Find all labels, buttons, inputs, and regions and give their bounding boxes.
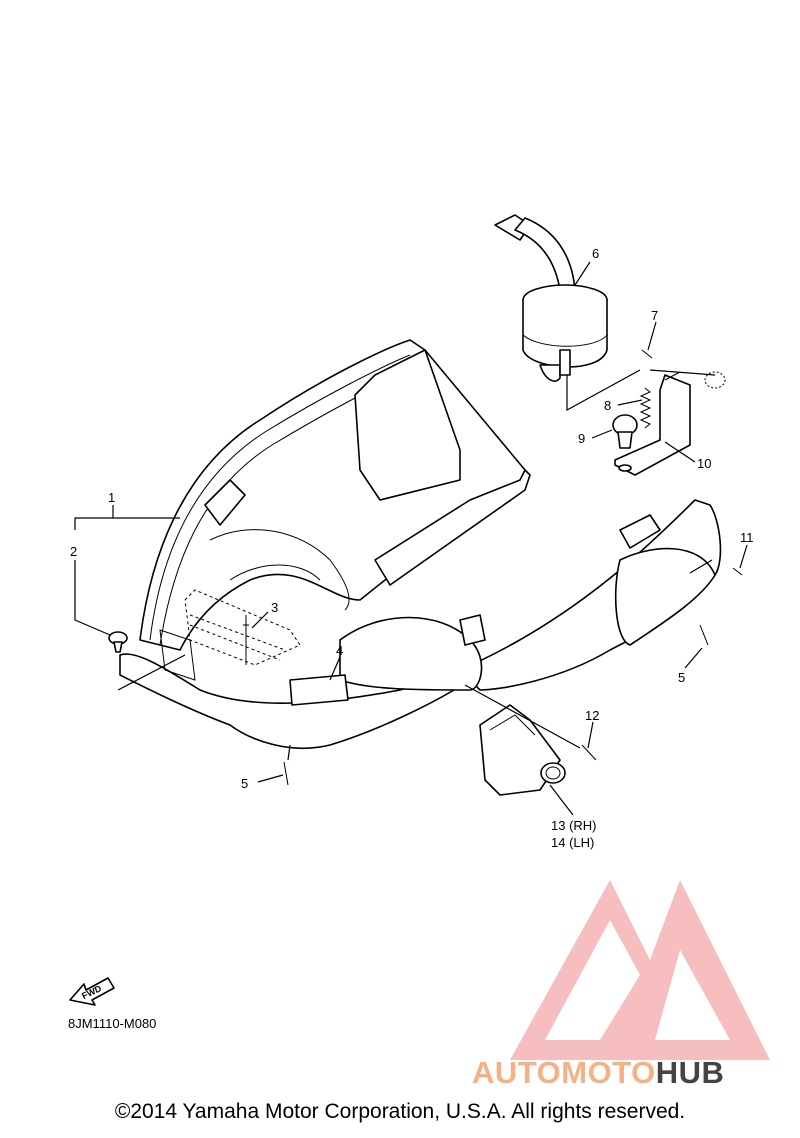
watermark-logo [510,880,770,1060]
callout-12: 12 [585,708,599,723]
watermark-brand: AUTOMOTOHUB [472,1055,724,1091]
callout-8: 8 [604,398,611,413]
fwd-arrow-icon: FWD [69,977,115,1006]
copyright-notice: ©2014 Yamaha Motor Corporation, U.S.A. A… [114,1100,686,1123]
bracket-part [614,371,691,476]
callout-5-left: 5 [241,776,248,791]
clip-part [108,631,128,653]
watermark-brand-secondary: HUB [655,1055,725,1090]
bolt-parts [243,349,743,786]
callout-14: 14 (LH) [551,835,594,850]
callout-4: 4 [336,643,343,658]
callout-1: 1 [108,490,115,505]
hull-body [119,339,722,749]
callout-7: 7 [651,308,658,323]
leader-lines [74,261,748,816]
callout-9: 9 [578,431,585,446]
diagram-code: 8JM1110-M080 [68,1016,157,1031]
callout-5-right: 5 [678,670,685,685]
callout-11: 11 [740,530,754,545]
watermark-brand-primary: AUTOMOTO [472,1055,656,1090]
damper-part [612,414,638,449]
callout-10: 10 [697,456,711,471]
callout-3: 3 [271,600,278,615]
muffler-part [494,214,608,382]
spring-part [639,387,652,429]
callout-2: 2 [70,544,77,559]
callout-6: 6 [592,246,599,261]
duct-part [479,704,566,796]
callout-13: 13 (RH) [551,818,597,833]
